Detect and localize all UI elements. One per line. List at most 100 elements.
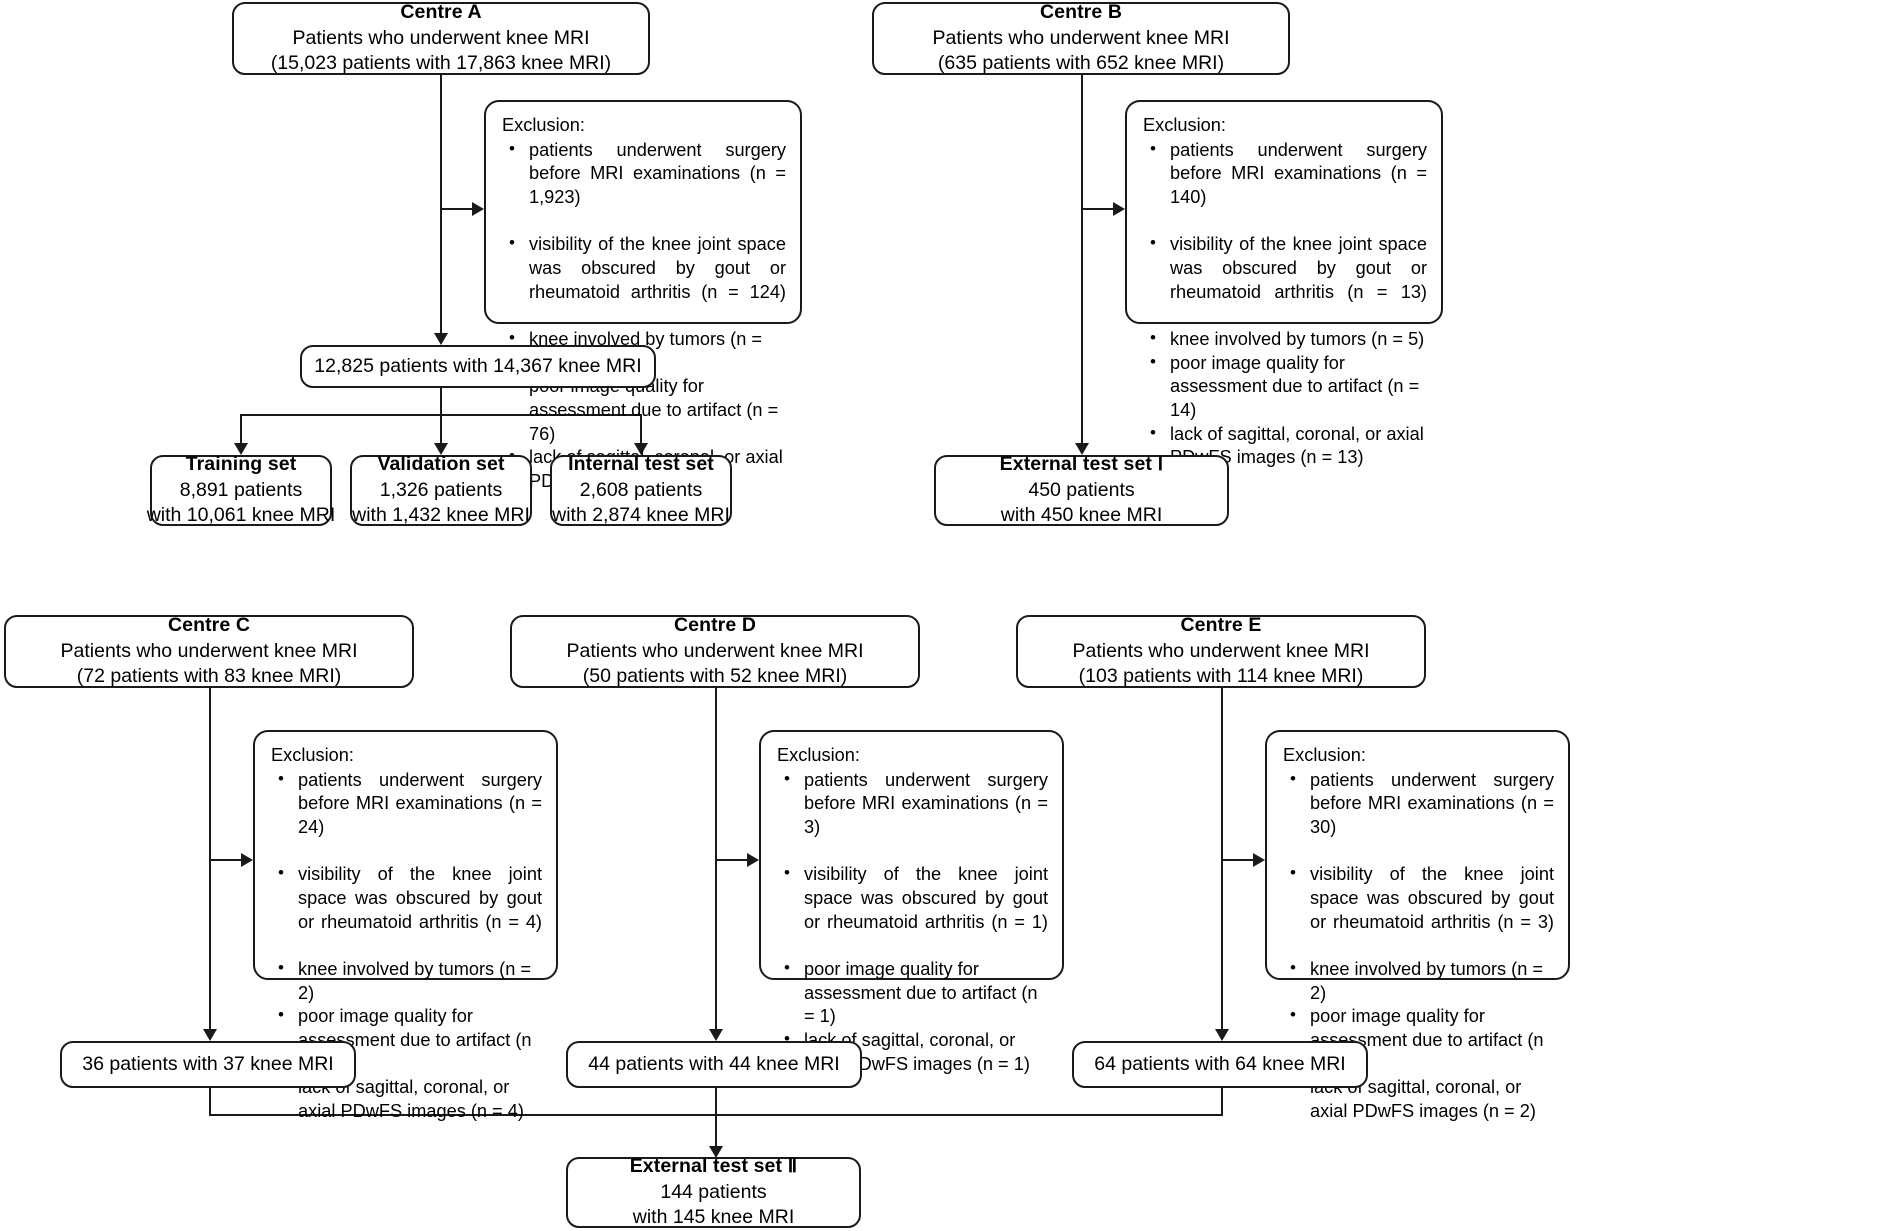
exclusion-a-list: patients underwent surgery before MRI ex… xyxy=(502,138,786,494)
arrow-d-to-result xyxy=(708,1029,723,1041)
connector-training-down xyxy=(240,414,243,443)
external-test-set-1-mri: with 450 knee MRI xyxy=(1000,504,1163,527)
centre-d-result-box: 44 patients with 44 knee MRI xyxy=(566,1041,862,1088)
internal-test-set-box: Internal test set 2,608 patients with 2,… xyxy=(550,453,732,527)
centre-b-line2: (635 patients with 652 knee MRI) xyxy=(937,52,1225,75)
arrow-b-exclusion xyxy=(1113,201,1125,216)
connector-a-result-down xyxy=(440,388,443,415)
validation-set-patients: 1,326 patients xyxy=(379,478,503,501)
centre-e-line1: Patients who underwent knee MRI xyxy=(1072,639,1370,662)
connector-c-vertical xyxy=(209,688,212,1029)
centre-d-result-label: 44 patients with 44 knee MRI xyxy=(588,1052,840,1075)
exclusion-d-item: visibility of the knee joint space was o… xyxy=(777,862,1048,958)
exclusion-a-item: visibility of the knee joint space was o… xyxy=(502,232,786,328)
arrow-c-to-result xyxy=(202,1029,217,1041)
exclusion-b-item: patients underwent surgery before MRI ex… xyxy=(1143,138,1427,234)
connector-c-result-down xyxy=(209,1088,212,1115)
external-test-set-2-box: External test set Ⅱ 144 patients with 14… xyxy=(566,1155,861,1229)
centre-a-result-label: 12,825 patients with 14,367 knee MRI xyxy=(314,354,642,377)
exclusion-e-header: Exclusion: xyxy=(1283,745,1366,765)
internal-test-set-mri: with 2,874 knee MRI xyxy=(552,504,730,527)
centre-c-box: Centre C Patients who underwent knee MRI… xyxy=(4,614,414,688)
arrow-b-to-external xyxy=(1074,443,1089,455)
centre-b-box: Centre B Patients who underwent knee MRI… xyxy=(872,1,1290,75)
centre-c-line1: Patients who underwent knee MRI xyxy=(60,639,358,662)
training-set-patients: 8,891 patients xyxy=(179,478,303,501)
exclusion-c-item: visibility of the knee joint space was o… xyxy=(271,862,542,958)
training-set-title: Training set xyxy=(185,453,297,476)
exclusion-d-list: patients underwent surgery before MRI ex… xyxy=(777,768,1048,1077)
centre-c-line2: (72 patients with 83 knee MRI) xyxy=(76,665,342,688)
training-set-box: Training set 8,891 patients with 10,061 … xyxy=(147,453,336,526)
centre-e-result-box: 64 patients with 64 knee MRI xyxy=(1072,1041,1368,1088)
arrow-validation xyxy=(433,443,448,455)
connector-d-to-exclusion xyxy=(716,859,748,862)
centre-e-result-label: 64 patients with 64 knee MRI xyxy=(1094,1052,1346,1075)
centre-c-result-label: 36 patients with 37 knee MRI xyxy=(82,1052,334,1075)
exclusion-b-header: Exclusion: xyxy=(1143,115,1226,135)
training-set-mri: with 10,061 knee MRI xyxy=(146,504,336,527)
exclusion-e-item: patients underwent surgery before MRI ex… xyxy=(1283,768,1554,864)
connector-d-result-down xyxy=(715,1088,718,1115)
exclusion-e-item: knee involved by tumors (n = 2) xyxy=(1283,957,1554,1005)
connector-e-to-exclusion xyxy=(1222,859,1254,862)
validation-set-title: Validation set xyxy=(377,453,505,476)
connector-a-to-exclusion xyxy=(441,208,473,211)
exclusion-b-list: patients underwent surgery before MRI ex… xyxy=(1143,138,1427,470)
exclusion-c-header: Exclusion: xyxy=(271,745,354,765)
centre-c-result-box: 36 patients with 37 knee MRI xyxy=(60,1041,356,1088)
exclusion-e-item: visibility of the knee joint space was o… xyxy=(1283,862,1554,958)
centre-b-exclusion-box: Exclusion: patients underwent surgery be… xyxy=(1125,100,1443,467)
validation-set-mri: with 1,432 knee MRI xyxy=(352,504,530,527)
external-test-set-2-title: External test set Ⅱ xyxy=(629,1155,798,1178)
exclusion-b-item: knee involved by tumors (n = 5) xyxy=(1143,327,1427,352)
connector-b-to-exclusion xyxy=(1082,208,1114,211)
exclusion-a-header: Exclusion: xyxy=(502,115,585,135)
centre-d-title: Centre D xyxy=(673,614,757,637)
centre-d-line1: Patients who underwent knee MRI xyxy=(566,639,864,662)
exclusion-e-list: patients underwent surgery before MRI ex… xyxy=(1283,768,1554,1124)
arrow-d-exclusion xyxy=(747,852,759,867)
centre-d-exclusion-box: Exclusion: patients underwent surgery be… xyxy=(759,730,1064,1074)
connector-d-vertical xyxy=(715,688,718,1029)
exclusion-b-item: poor image quality for assessment due to… xyxy=(1143,351,1427,423)
exclusion-b-item: visibility of the knee joint space was o… xyxy=(1143,232,1427,328)
external-test-set-1-patients: 450 patients xyxy=(1028,478,1135,501)
exclusion-c-item: poor image quality for assessment due to… xyxy=(271,1004,542,1076)
connector-merge-down xyxy=(715,1114,718,1146)
connector-c-to-exclusion xyxy=(210,859,242,862)
internal-test-set-patients: 2,608 patients xyxy=(579,478,703,501)
centre-d-line2: (50 patients with 52 knee MRI) xyxy=(582,665,848,688)
centre-a-box: Centre A Patients who underwent knee MRI… xyxy=(232,1,650,75)
exclusion-c-item: knee involved by tumors (n = 2) xyxy=(271,957,542,1005)
centre-e-exclusion-box: Exclusion: patients underwent surgery be… xyxy=(1265,730,1570,1121)
internal-test-set-title: Internal test set xyxy=(568,453,714,476)
arrow-a-exclusion xyxy=(472,201,484,216)
centre-c-exclusion-box: Exclusion: patients underwent surgery be… xyxy=(253,730,558,1121)
centre-e-box: Centre E Patients who underwent knee MRI… xyxy=(1016,614,1426,688)
exclusion-a-item: patients underwent surgery before MRI ex… xyxy=(502,138,786,234)
centre-a-exclusion-box: Exclusion: patients underwent surgery be… xyxy=(484,100,802,491)
connector-e-vertical xyxy=(1221,688,1224,1029)
arrow-a-to-result xyxy=(433,333,448,345)
external-test-set-2-patients: 144 patients xyxy=(660,1180,767,1203)
connector-e-result-down xyxy=(1221,1088,1224,1115)
exclusion-d-item: poor image quality for assessment due to… xyxy=(777,957,1048,1029)
centre-a-title: Centre A xyxy=(400,1,482,24)
centre-d-box: Centre D Patients who underwent knee MRI… xyxy=(510,614,920,688)
centre-a-result-box: 12,825 patients with 14,367 knee MRI xyxy=(300,345,656,388)
centre-b-title: Centre B xyxy=(1039,1,1123,24)
connector-validation-down xyxy=(440,414,443,443)
connector-b-vertical xyxy=(1081,75,1084,443)
centre-a-line1: Patients who underwent knee MRI xyxy=(292,26,590,49)
external-test-set-2-mri: with 145 knee MRI xyxy=(632,1206,795,1229)
arrow-external-test-2 xyxy=(708,1146,723,1158)
external-test-set-1-title: External test set Ⅰ xyxy=(999,453,1164,476)
arrow-e-to-result xyxy=(1214,1029,1229,1041)
validation-set-box: Validation set 1,326 patients with 1,432… xyxy=(350,453,532,527)
centre-c-title: Centre C xyxy=(167,614,251,637)
exclusion-d-header: Exclusion: xyxy=(777,745,860,765)
arrow-training xyxy=(233,443,248,455)
centre-e-line2: (103 patients with 114 knee MRI) xyxy=(1078,665,1364,688)
